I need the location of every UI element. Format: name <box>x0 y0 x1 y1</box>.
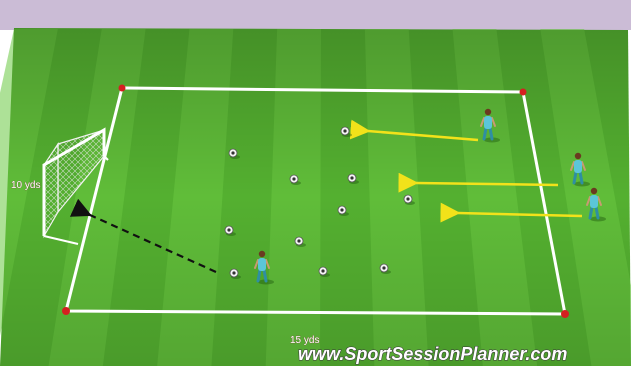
corner-marker <box>119 85 126 92</box>
sky-band <box>0 0 631 30</box>
watermark: www.SportSessionPlanner.com <box>298 344 567 364</box>
corner-marker <box>62 307 70 315</box>
corner-marker <box>520 89 527 96</box>
corner-marker <box>561 310 569 318</box>
goal-width-label: 10 yds <box>11 180 40 191</box>
